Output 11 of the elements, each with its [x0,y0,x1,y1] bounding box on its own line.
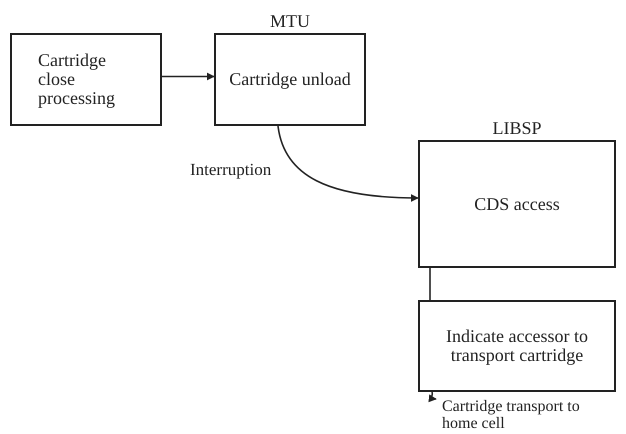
process-text: Cartridge unload [229,70,351,89]
outcome-text: Cartridge transport to home cell [442,398,612,433]
process-text: Indicate accessor to transport cartridge [445,327,589,365]
process-text: CDS access [474,194,560,214]
arrow [277,126,419,202]
connector-line [429,268,431,300]
process-text: Cartridge close processing [38,51,116,108]
group-heading: LIBSP [492,117,542,140]
arrow [162,72,215,80]
arrow [428,392,437,402]
group-heading: MTU [270,10,310,33]
